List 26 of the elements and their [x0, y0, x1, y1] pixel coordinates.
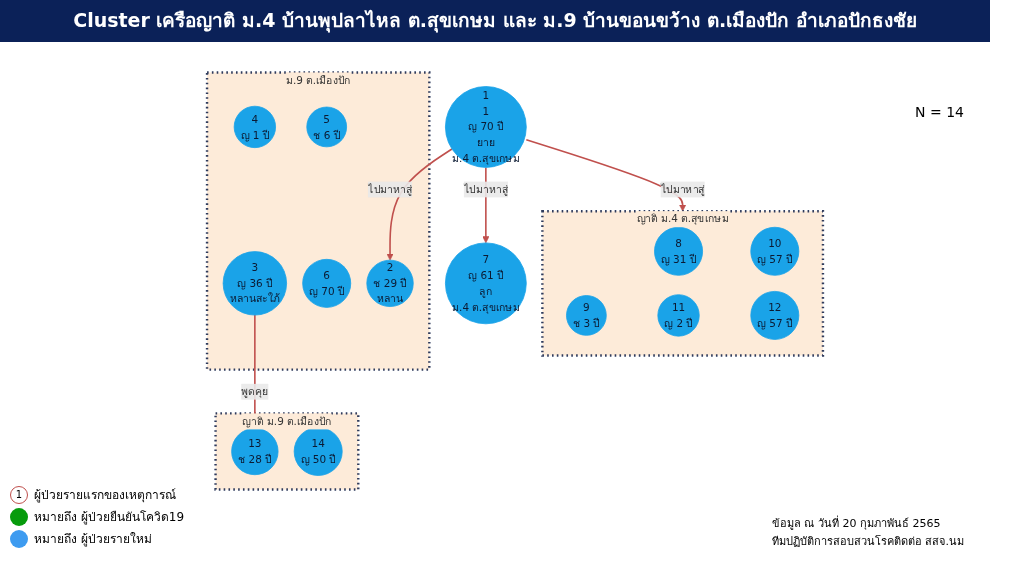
node-circle [306, 106, 347, 148]
node-circle [231, 427, 279, 476]
legend-text: ผู้ป่วยรายแรกของเหตุการณ์ [34, 487, 176, 504]
node-circle [654, 226, 703, 276]
arrow [525, 138, 687, 212]
case-count: N = 14 [915, 104, 964, 120]
edge-label: ไปมาหาสู่ [463, 183, 508, 196]
node-circle [445, 242, 527, 325]
edge-label: ไปมาหาสู่ [367, 183, 413, 196]
node-circle [222, 251, 287, 316]
edge-label: พูดคุย [241, 385, 269, 398]
node-circle [293, 427, 343, 476]
legend-text: หมายถึง ผู้ป่วยยืนยันโควิด19 [34, 509, 185, 526]
node-circle [750, 291, 800, 340]
node-circle [566, 295, 607, 336]
source-note: ข้อมูล ณ วันที่ 20 กุมภาพันธ์ 2565 [772, 515, 942, 532]
node-circle [233, 105, 276, 149]
node-circle [445, 86, 527, 168]
node-circle [657, 294, 700, 337]
node-circle [302, 258, 352, 308]
edge-label: ไปมาหาสู่ [660, 183, 705, 196]
title: Cluster เครือญาติ ม.4 บ้านพุปลาไหล ต.สุขเกษม และ ม.9 บ้านขอนขว้าง ต.เมืองปัก อำเภอปักธงชัย [0, 0, 990, 42]
source-note: ทีมปฏิบัติการสอบสวนโรคติดต่อ สสจ.นม [772, 533, 964, 550]
node-circle [366, 259, 414, 307]
node-circle [750, 226, 800, 276]
legend-text: หมายถึง ผู้ป่วยรายใหม่ [34, 531, 152, 548]
